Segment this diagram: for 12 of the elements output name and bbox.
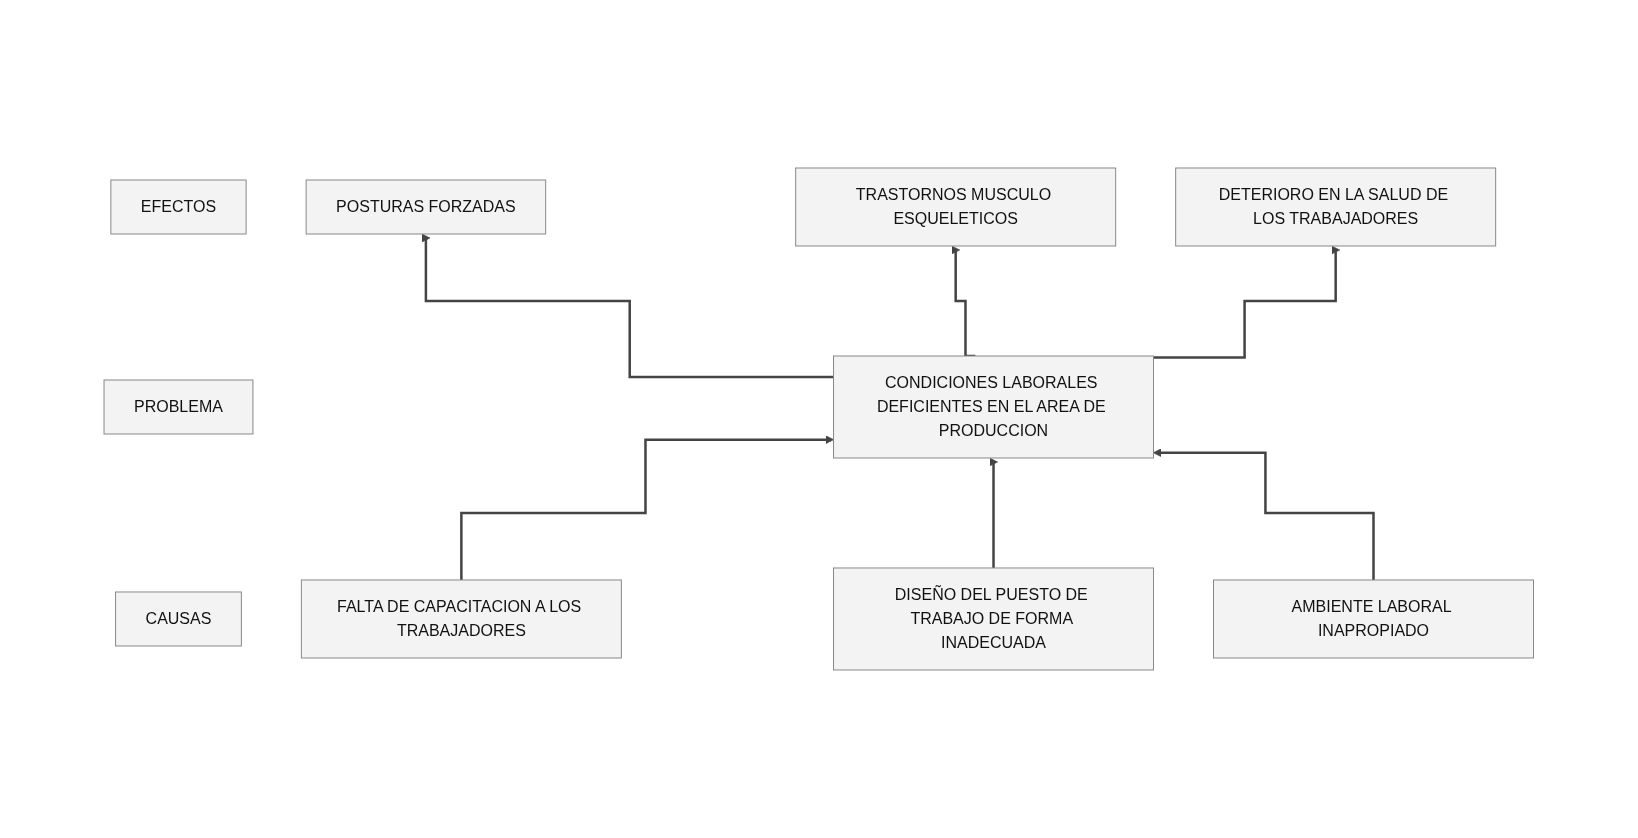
- arrow: [1153, 245, 1341, 359]
- node-box: DISEÑO DEL PUESTO DE TRABAJO DE FORMA INADECUADA: [833, 567, 1155, 671]
- node-box: DETERIORO EN LA SALUD DE LOS TRABAJADORES: [1175, 167, 1497, 247]
- node-box: AMBIENTE LABORAL INAPROPIADO: [1213, 579, 1535, 659]
- node-box: CONDICIONES LABORALES DEFICIENTES EN EL AREA DE PRODUCCION: [833, 355, 1155, 459]
- arrow: [421, 233, 834, 379]
- node-box: CAUSAS: [115, 591, 243, 647]
- node-box: FALTA DE CAPACITACION A LOS TRABAJADORES: [301, 579, 623, 659]
- node-box: PROBLEMA: [103, 379, 254, 435]
- node-box: TRASTORNOS MUSCULO ESQUELETICOS: [795, 167, 1117, 247]
- node-box: EFECTOS: [110, 179, 247, 235]
- node-box: POSTURAS FORZADAS: [305, 179, 547, 235]
